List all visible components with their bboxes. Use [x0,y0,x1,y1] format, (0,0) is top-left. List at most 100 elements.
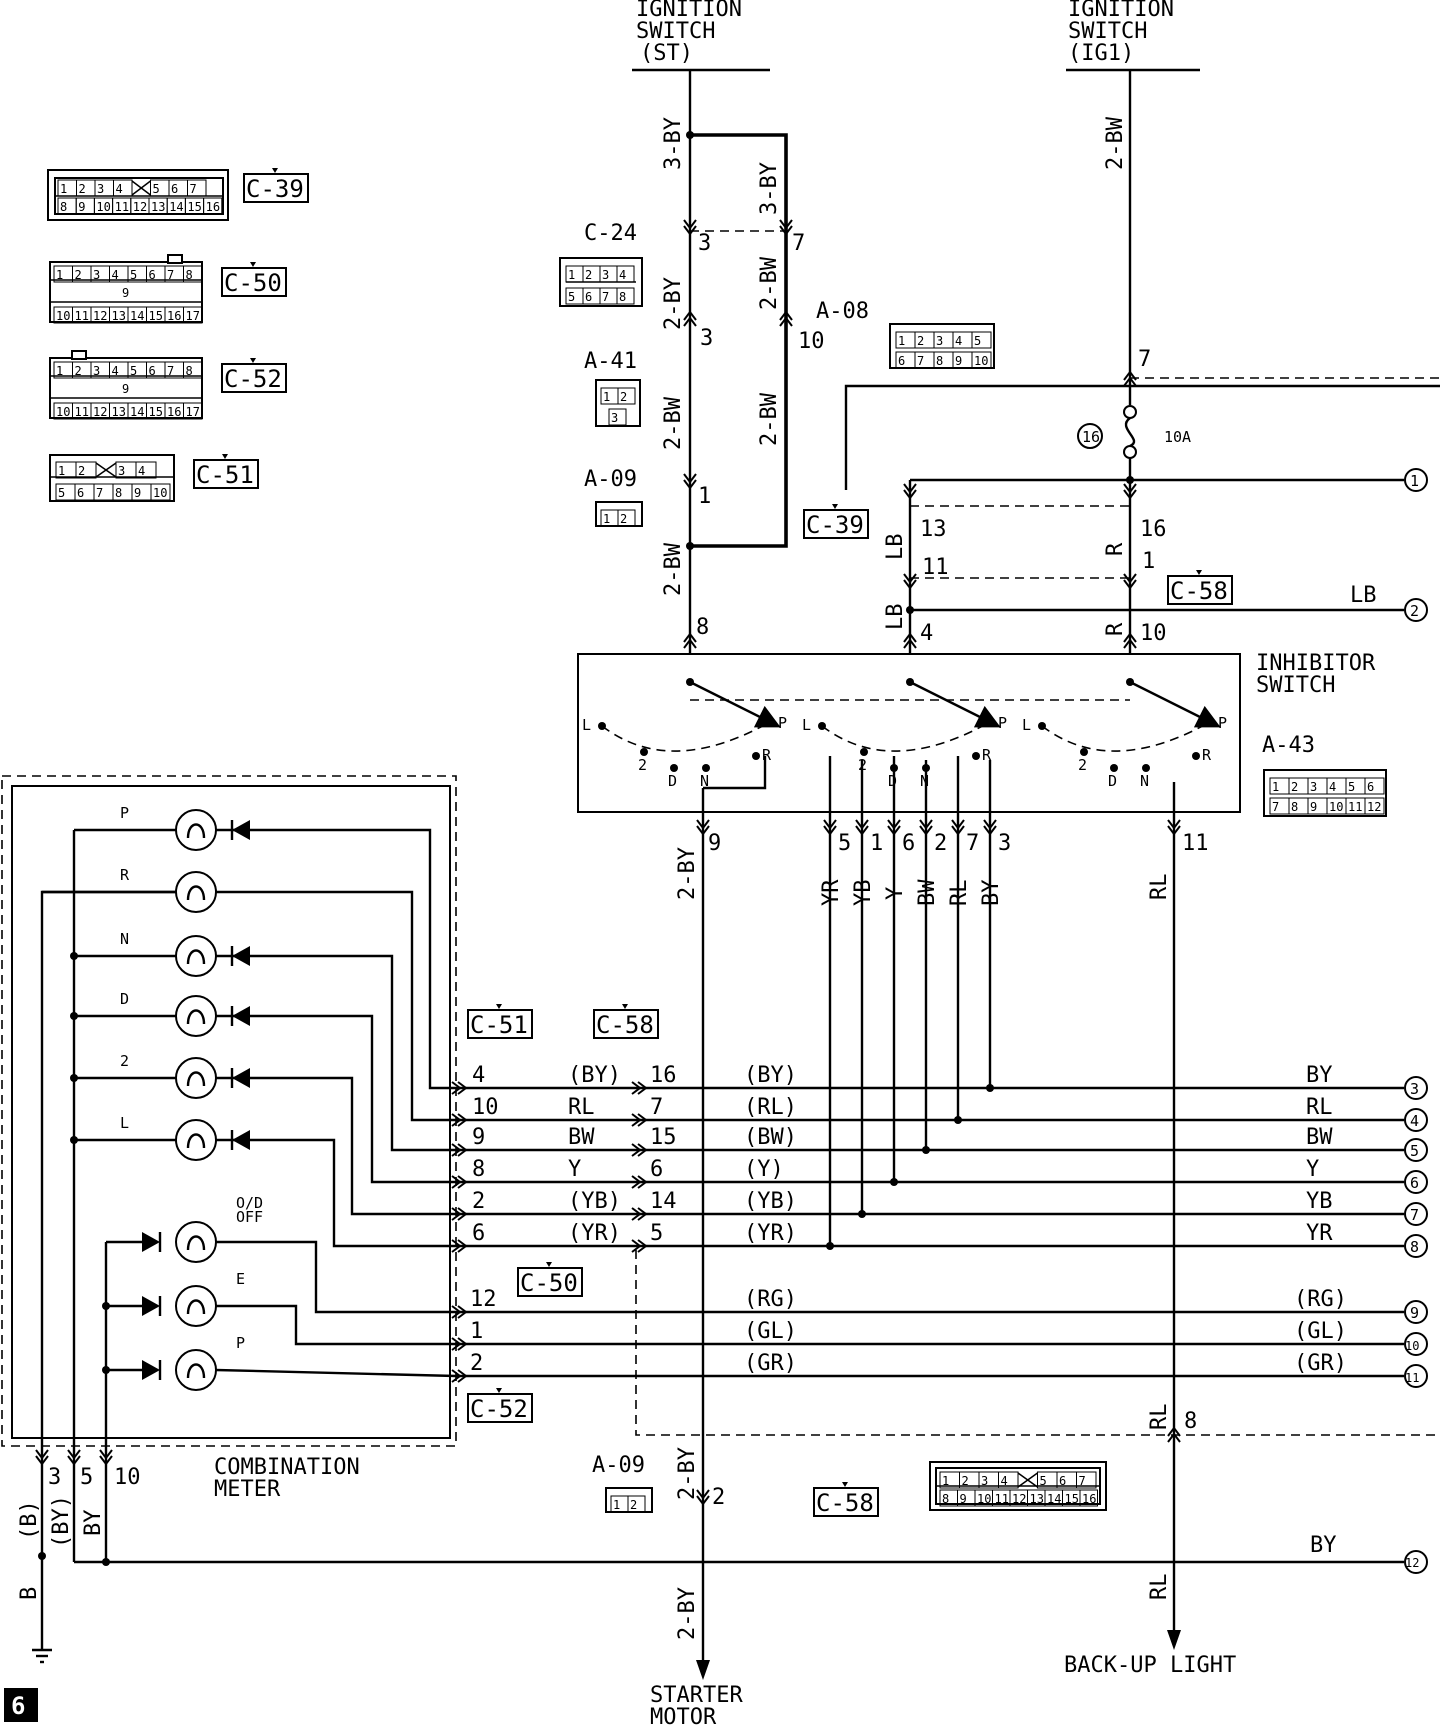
connector-tag-c39: C-39 [243,168,309,203]
c39-top-pin: 3 [97,182,104,196]
c50-top-pin: 2 [75,268,82,282]
wire-label-lb-a: LB [883,534,908,561]
connector-tag-c58-b: C-58 [593,1004,659,1039]
connector-label-c39: C-39 [246,175,304,203]
pin-a43-out: 1 [870,831,883,856]
c24-top-pin: 1 [568,268,575,282]
c58-top-pin: 7 [1079,1474,1086,1488]
c51-bot-pin: 9 [134,486,141,500]
lamp-L [175,1119,217,1161]
a43-top-pin: 3 [1310,780,1317,794]
connector-label-a09-b: A-09 [592,1453,645,1478]
c52-top-pin: 6 [149,364,156,378]
lamp-R [175,871,217,913]
a08-bot-pin: 10 [974,354,988,368]
out-color: BY [1306,1063,1333,1088]
out-color: BW [1306,1125,1333,1150]
c51-color: Y [568,1157,581,1182]
pin-a43-out: 6 [902,831,915,856]
wire-label-2bw-c: 2-BW [757,392,782,446]
c50-bot-pin: 13 [112,309,126,323]
c39-bot-pin: 14 [169,200,183,214]
fuse-rating: 10A [1164,428,1191,446]
c51-top-pin: 4 [138,464,145,478]
pin-c39-16: 16 [1140,517,1167,542]
c50-out-color: (GR) [1294,1351,1347,1376]
c58-bot-pin: 12 [1012,1492,1026,1506]
c52-bot-pin: 16 [167,405,181,419]
a43-top-pin: 4 [1329,780,1336,794]
a08-top-pin: 3 [936,334,943,348]
ref-5: 5 [1410,1142,1419,1160]
lamp-label-od: OFF [236,1208,263,1226]
c51-pin: 6 [472,1221,485,1246]
inhibitor-pos-2: 2 [1078,756,1087,774]
c39-bot-pin: 9 [78,200,85,214]
c39-top-pin: 5 [153,182,160,196]
c58-top-pin: 4 [1001,1474,1008,1488]
ref-11: 11 [1405,1371,1419,1385]
wire-label-inh-out: BW [915,879,940,906]
connector-tag-c58-c: C-58 [813,1482,879,1517]
wire-label-2bw-b: 2-BW [661,396,686,450]
pin-a43-out: 7 [966,831,979,856]
inhibitor-pos-P: P [778,714,787,732]
svg-text:C-58: C-58 [1170,577,1228,605]
connector-label-a08: A-08 [816,299,869,324]
c50-top-pin: 6 [149,268,156,282]
c58-color: (Y) [744,1157,784,1182]
c58-bot-pin: 16 [1082,1492,1096,1506]
c24-top-pin: 4 [619,268,626,282]
pin-c58-8: 8 [1184,1409,1197,1434]
c50-top-pin: 4 [112,268,119,282]
c52-top-pin: 8 [186,364,193,378]
c58-pin: 5 [650,1221,663,1246]
lamp-label-od: O/D [236,1194,263,1212]
c51-top-pin: 3 [118,464,125,478]
out-color: YR [1306,1221,1333,1246]
c51-bot-pin: 8 [115,486,122,500]
c51-top-pin: 2 [78,464,85,478]
c58-color: (BY) [744,1063,797,1088]
wire-label-inh-out: YB [851,880,876,907]
ref-4: 4 [1410,1112,1419,1130]
connector-tag-c58-a: C-58 [1167,570,1233,605]
wire-label-2by-c: 2-BY [675,1447,700,1500]
a43-top-pin: 1 [1272,780,1279,794]
a09b-top-pin: 1 [613,1498,620,1512]
c51-color: BW [568,1125,595,1150]
inhibitor-pos-D: D [668,772,677,790]
inhibitor-pos-N: N [920,772,929,790]
pin-a08-7: 7 [1138,347,1151,372]
lamp-D [175,995,217,1037]
c50-bot-pin: 15 [149,309,163,323]
c51-color: (YR) [568,1221,621,1246]
svg-text:C-52: C-52 [470,1395,528,1423]
wire-label-3by-a: 3-BY [661,117,686,170]
connector-tag-c52-b: C-52 [467,1388,533,1423]
c58-color: (YB) [744,1189,797,1214]
c50-bot-pin: 12 [93,309,107,323]
c24-top-pin: 3 [602,268,609,282]
a08-top-pin: 4 [955,334,962,348]
inhibitor-pos-L: L [802,716,811,734]
wire-label-by-paren: (BY) [49,1495,74,1548]
c39-bot-pin: 11 [115,200,129,214]
pin-a43-10: 10 [1140,621,1167,646]
c51-pin: 4 [472,1063,485,1088]
ref-9: 9 [1410,1304,1419,1322]
pin-c24-3: 3 [698,231,711,256]
ref-10: 10 [1405,1339,1419,1353]
a09b-top-pin: 2 [630,1498,637,1512]
c58-dashed-boundary [635,1250,1440,1436]
out-color: Y [1306,1157,1319,1182]
pin-c24-7: 7 [792,231,805,256]
c50-bot-pin: 14 [130,309,144,323]
pin-a43-11: 11 [1182,831,1209,856]
lamp-2 [175,1057,217,1099]
